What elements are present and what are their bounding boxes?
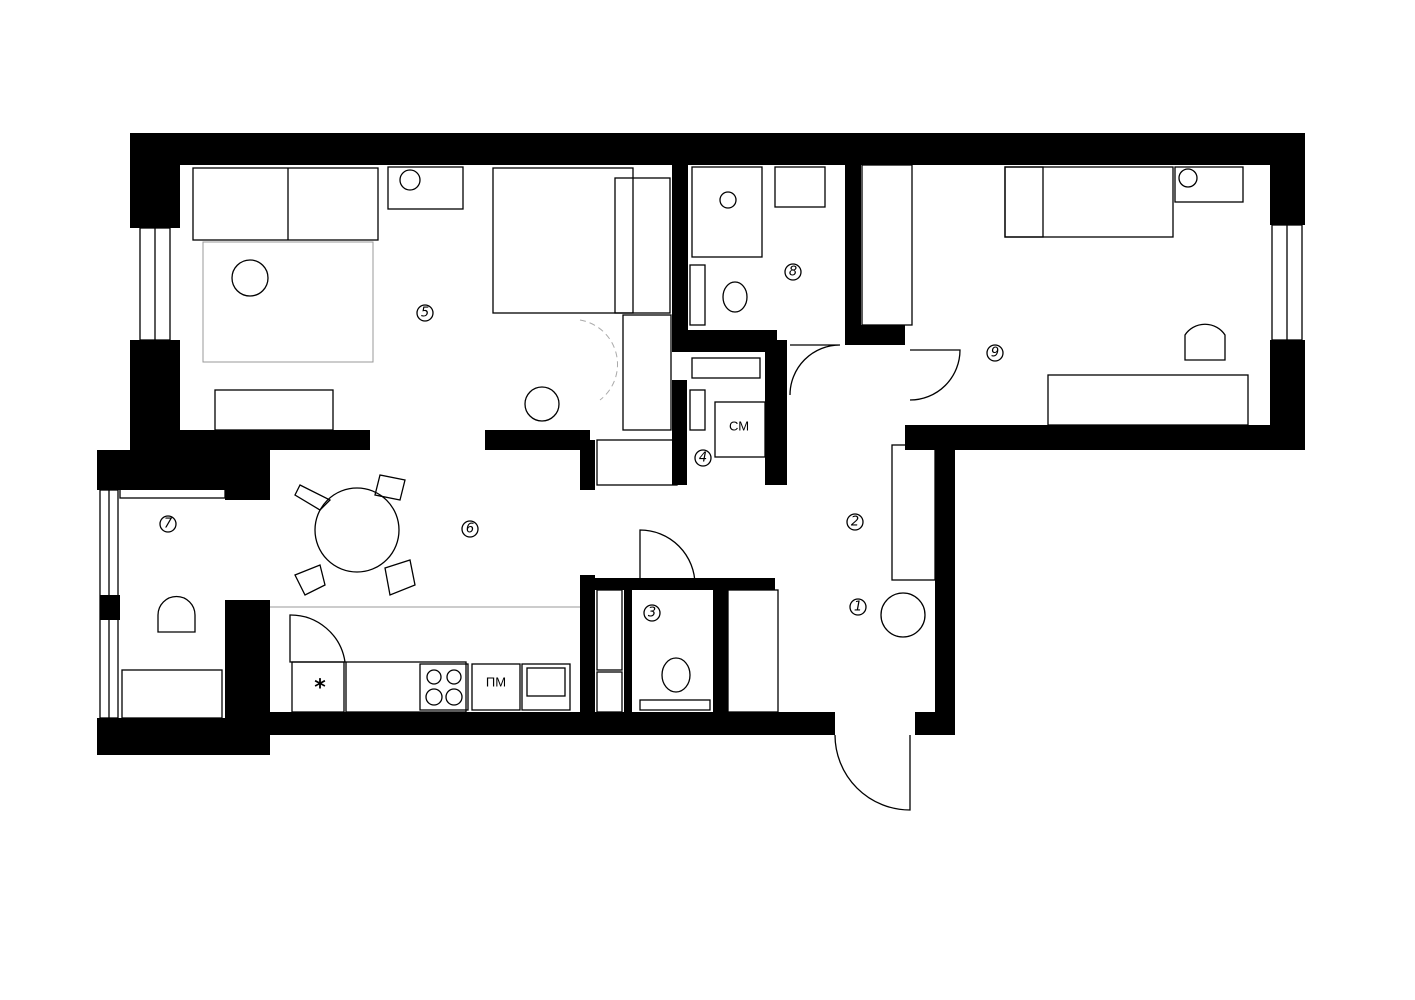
- room-3-label: 3: [648, 606, 656, 621]
- asterisk-marker: *: [314, 676, 326, 701]
- dishwasher-label: ПМ: [486, 675, 506, 690]
- kitchen-furniture: [270, 474, 580, 713]
- room-5-label: 5: [421, 306, 429, 321]
- bedroom-furniture: [861, 164, 1249, 426]
- room-4-label: 4: [699, 451, 707, 466]
- room-7-label: 7: [164, 517, 173, 532]
- room-9-label: 9: [991, 346, 999, 361]
- room-2-label: 2: [851, 515, 859, 530]
- room-1-label: 1: [854, 600, 862, 615]
- balcony-furniture: [119, 487, 226, 719]
- living-bedroom-furniture: [192, 166, 672, 431]
- room-labels: 1 2 3 4 5 6 7 8 9 СМ ПМ *: [159, 263, 1004, 701]
- windows: [99, 224, 1303, 719]
- bathroom-fixtures: [689, 166, 841, 396]
- room-8-label: 8: [789, 265, 797, 280]
- walls: [97, 133, 1305, 755]
- washing-machine-label: СМ: [729, 419, 749, 434]
- hall-fixtures: [596, 357, 936, 811]
- room-6-label: 6: [466, 522, 474, 537]
